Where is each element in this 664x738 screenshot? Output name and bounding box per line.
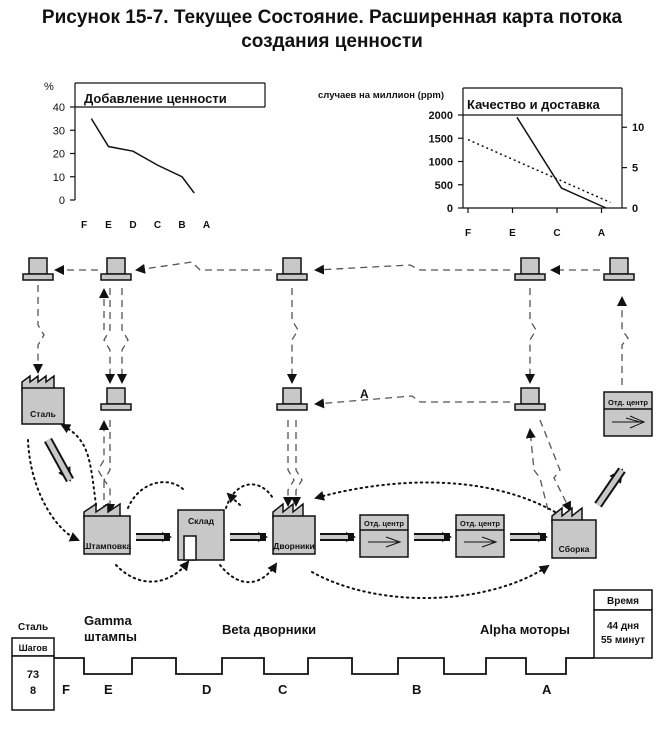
page-title: Рисунок 15-7. Текущее Состояние. Расшире… [0,6,664,54]
monitor-janitor-top [276,257,308,281]
chart1-y-tick-label: 0 [59,195,65,207]
dist-center-1-label: Отд. центр [364,519,404,528]
timeline-letter-a: A [542,682,552,697]
chart2-left-tick-label: 0 [447,203,453,215]
info-flow-lines [33,261,629,514]
info-label-a: A [360,387,369,401]
steps-value-2: 8 [30,685,36,697]
chart2-right-tick-label: 10 [632,122,644,134]
time-value-1: 44 дня [607,621,639,632]
chart2-left-tick-label: 500 [435,180,453,192]
chart2-left-tick-label: 2000 [429,110,453,122]
janitor-label: Дворники [273,541,314,551]
timeline-steel-label: Сталь [18,622,48,633]
chart2-left-tick-label: 1000 [429,157,453,169]
beta-label: Beta дворники [222,622,316,637]
chart1-y-tick-label: 30 [53,125,65,137]
assembly-label: Сборка [559,544,590,554]
chart2-right-tick-label: 0 [632,203,638,215]
top-dist-center: Отд. центр [603,391,653,437]
monitor-stamping [100,387,132,411]
monitor-assembly-top [514,257,546,281]
process-dist-center-2: Отд. центр [455,514,505,558]
process-janitor: Дворники [272,502,316,555]
chart2-solid-series [516,116,607,209]
steel-label: Сталь [30,409,56,419]
chart1-x-tick-label: E [105,220,112,231]
chart1-x-tick-label: C [154,220,161,231]
dist-center-2-label: Отд. центр [460,519,500,528]
chart2-right-tick-label: 5 [632,163,638,175]
chart1-y-tick-label: 20 [53,149,65,161]
chart1-x-tick-label: D [129,220,136,231]
chart2-left-tick-label: 1500 [429,133,453,145]
timeline: Сталь Шагов 73 8 Gamma штампы Beta дворн… [11,589,653,711]
timeline-letter-b: B [412,682,421,697]
value-added-chart: % Добавление ценности 0 10 20 30 40 F E D C B A [44,81,266,231]
steps-value-1: 73 [27,669,39,681]
timeline-letter-c: C [278,682,288,697]
chart1-y-tick-label: 10 [53,172,65,184]
monitor-customer-top [603,257,635,281]
alpha-label: Alpha моторы [480,622,570,637]
process-assembly: Сборка [551,506,597,559]
steps-value-box [11,655,55,711]
gamma-line-2: штампы [84,629,137,644]
chart2-right-ticks: 0 5 10 [622,122,644,215]
time-value-2: 55 минут [601,635,645,646]
warehouse-label: Склад [188,516,215,526]
chart2-ylabel: случаев на миллион (ppm) [318,90,444,101]
monitor-stamping-top [100,257,132,281]
title-line-2: создания ценности [241,31,423,52]
monitor-steel-top [22,257,54,281]
chart2-x-tick-label: C [553,228,560,239]
steel-shipment-arrow-fill [45,438,73,482]
monitor-assembly [514,387,546,411]
steps-label: Шагов [19,643,48,653]
steel-supplier: Сталь [21,374,65,425]
chart2-dotted-series [467,138,611,204]
second-monitor-row [100,387,546,411]
chart1-y-tick-label: 40 [53,102,65,114]
top-dist-center-label: Отд. центр [608,398,648,407]
chart1-ylabel: % [44,81,54,93]
time-label: Время [607,596,639,607]
timeline-letter-d: D [202,682,211,697]
chart1-y-ticks: 0 10 20 30 40 [53,102,75,207]
chart1-x-tick-label: B [178,220,185,231]
chart2-left-ticks: 0 500 1000 1500 2000 [429,110,463,215]
customer-shipment-arrow-fill [595,468,625,507]
process-stamping: Штамповка [83,502,132,555]
process-dist-center-1: Отд. центр [359,514,409,558]
withdrawal-dotted-arrows [27,424,556,600]
chart1-series-line [90,118,195,194]
chart1-x-tick-label: A [203,220,210,231]
chart2-x-tick-label: A [598,228,605,239]
process-warehouse: Склад [177,509,225,561]
timeline-step-line [54,657,594,675]
chart1-title: Добавление ценности [84,91,227,106]
chart2-x-tick-label: F [465,228,471,239]
title-line-1: Рисунок 15-7. Текущее Состояние. Расшире… [41,7,623,28]
gamma-line-1: Gamma [84,613,132,628]
stamping-label: Штамповка [83,541,132,551]
chart1-x-tick-label: F [81,220,87,231]
time-value-box [593,609,653,659]
chart2-x-tick-label: E [509,228,516,239]
timeline-letter-e: E [104,682,113,697]
chart2-title: Качество и доставка [467,97,601,112]
quality-delivery-chart: случаев на миллион (ppm) Качество и дост… [318,87,644,239]
monitor-janitor [276,387,308,411]
timeline-letter-f: F [62,682,70,697]
